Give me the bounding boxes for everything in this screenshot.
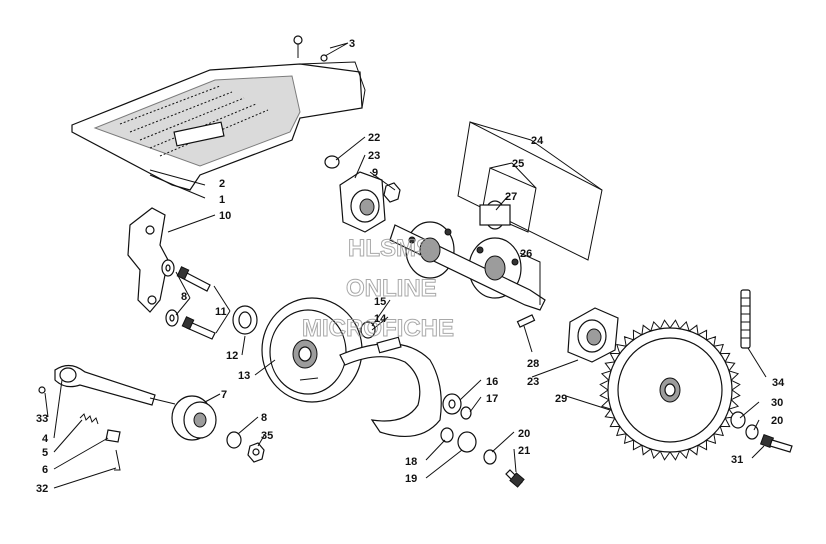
callout-10: 10 xyxy=(219,210,231,222)
washer-lower-8 xyxy=(165,309,179,327)
callout-34: 34 xyxy=(772,377,785,389)
callout-11: 11 xyxy=(215,306,227,318)
roller-15 xyxy=(360,321,376,339)
clutch-drum xyxy=(261,297,363,403)
callout-32: 32 xyxy=(36,483,48,495)
bolt-lower-11 xyxy=(181,316,216,340)
washer-8-pulley xyxy=(226,431,242,449)
clip-33 xyxy=(38,386,46,394)
callout-6: 6 xyxy=(42,464,48,476)
bolt-upper-11 xyxy=(176,266,211,292)
callout-30: 30 xyxy=(771,397,783,409)
callout-5: 5 xyxy=(42,447,48,459)
callout-7: 7 xyxy=(221,389,227,401)
callout-1: 1 xyxy=(219,194,225,206)
washer-20-lower xyxy=(483,449,497,465)
spring-5 xyxy=(79,413,99,425)
bushing-12 xyxy=(232,305,258,335)
chain xyxy=(740,289,751,349)
brake-band xyxy=(339,336,442,438)
screw-3 xyxy=(293,35,328,62)
callout-15: 15 xyxy=(374,296,386,308)
callout-12: 12 xyxy=(226,350,238,362)
watermark-line-3: MICROFICHE xyxy=(302,315,454,342)
watermark-line-2: ONLINE xyxy=(346,275,437,302)
cotter-pin-32 xyxy=(114,449,121,471)
callout-8-upper: 8 xyxy=(181,291,187,303)
callout-23-lower: 23 xyxy=(527,376,539,388)
callout-33: 33 xyxy=(36,413,48,425)
callout-8-lower: 8 xyxy=(261,412,267,424)
washer-16 xyxy=(442,393,462,415)
callout-35: 35 xyxy=(261,430,273,442)
callout-16: 16 xyxy=(486,376,498,388)
washer-18 xyxy=(440,427,454,443)
jackshaft-assembly xyxy=(389,121,603,311)
callout-26: 26 xyxy=(520,248,532,260)
callout-18: 18 xyxy=(405,456,417,468)
bolt-31 xyxy=(759,433,793,453)
callout-28: 28 xyxy=(527,358,539,370)
idler-pulley xyxy=(171,395,217,441)
bearing-flange-lower xyxy=(567,307,619,363)
callout-31: 31 xyxy=(731,454,743,466)
callout-9: 9 xyxy=(372,167,378,179)
callout-4: 4 xyxy=(42,433,49,445)
callout-labels: 3 2 1 10 8 11 12 13 15 14 16 17 18 19 20… xyxy=(36,38,785,495)
callout-27: 27 xyxy=(505,191,517,203)
callout-20-sprocket: 20 xyxy=(771,415,783,427)
callout-24: 24 xyxy=(531,135,544,147)
washer-19 xyxy=(457,431,477,453)
bearing-flange-upper xyxy=(339,171,386,233)
callout-21: 21 xyxy=(518,445,530,457)
callout-22: 22 xyxy=(368,132,380,144)
tensioner-arm xyxy=(54,364,176,406)
callout-17: 17 xyxy=(486,393,498,405)
nut-35 xyxy=(247,442,265,463)
callout-19: 19 xyxy=(405,473,417,485)
key-28 xyxy=(516,314,536,328)
callout-20-lower: 20 xyxy=(518,428,530,440)
callout-14: 14 xyxy=(374,313,387,325)
callout-3: 3 xyxy=(349,38,355,50)
pin-6 xyxy=(105,429,121,443)
bracket xyxy=(127,207,169,313)
bolt-22 xyxy=(324,155,340,169)
leader-lines xyxy=(44,42,767,489)
washer-20-sprocket xyxy=(745,424,759,440)
washer-30 xyxy=(730,411,746,429)
cover-plate xyxy=(71,61,366,191)
sprocket xyxy=(607,327,733,453)
callout-25: 25 xyxy=(512,158,524,170)
callout-23-upper: 23 xyxy=(368,150,380,162)
callout-29: 29 xyxy=(555,393,567,405)
callout-2: 2 xyxy=(219,178,225,190)
bolt-21 xyxy=(505,469,525,488)
callout-13: 13 xyxy=(238,370,250,382)
watermark: HLSMS ONLINE MICROFICHE xyxy=(302,235,455,343)
washer-17 xyxy=(460,406,472,420)
washer-upper-8 xyxy=(161,259,175,277)
watermark-line-1: HLSMS xyxy=(348,235,432,262)
nut-9 xyxy=(383,182,401,203)
